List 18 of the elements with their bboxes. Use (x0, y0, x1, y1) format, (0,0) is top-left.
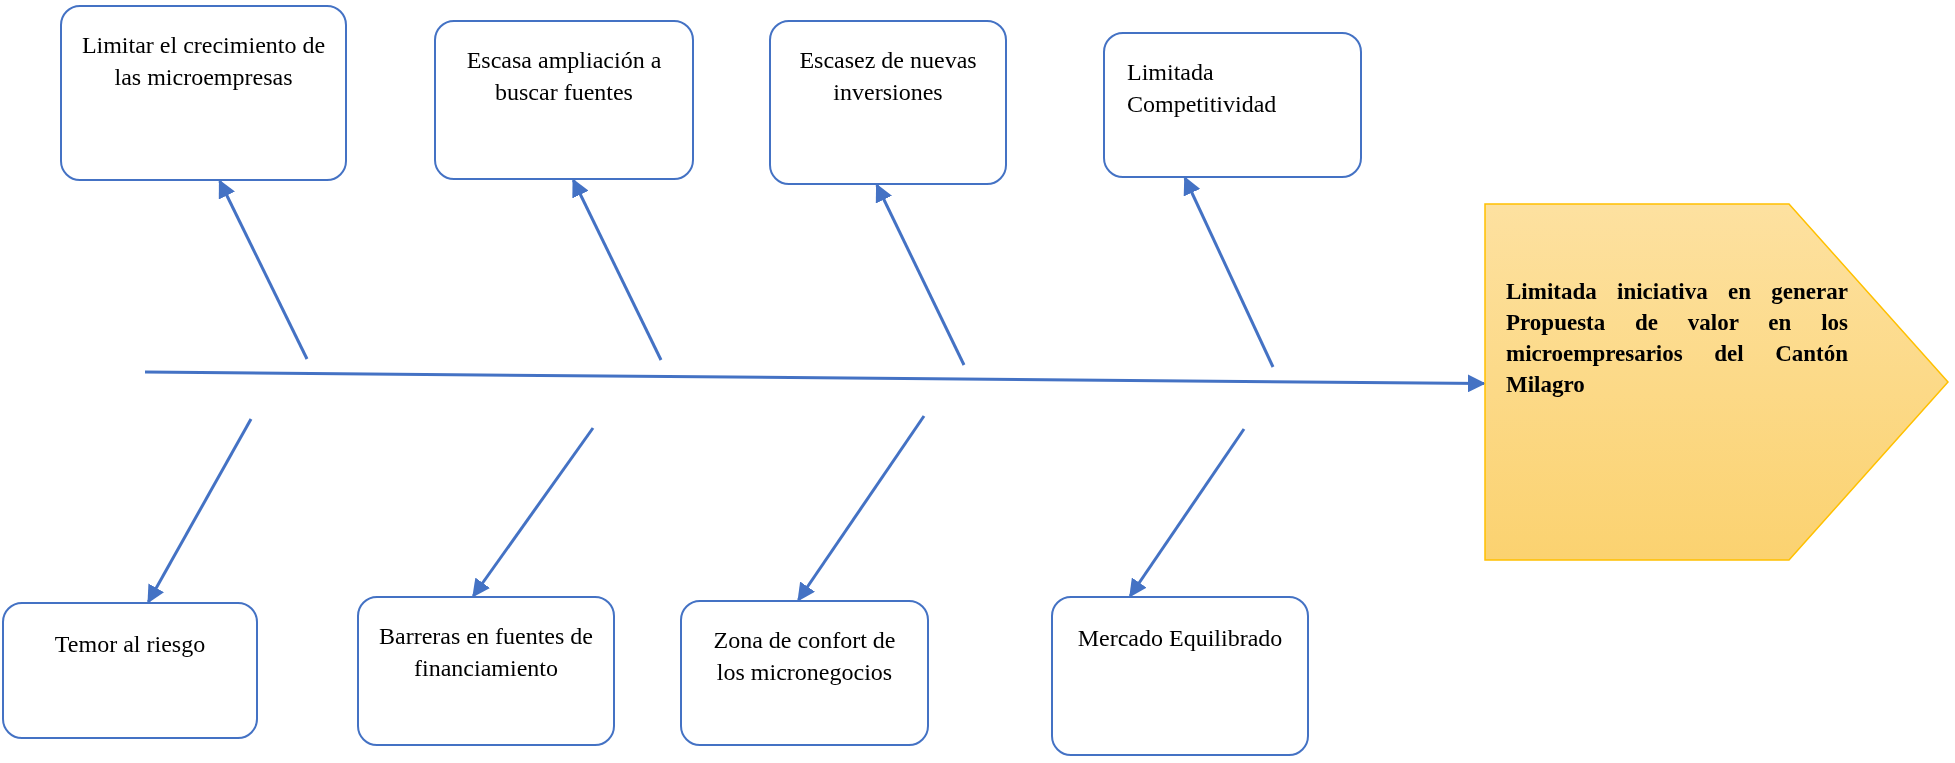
cause-box: Zona de confort de los micronegocios (680, 600, 929, 746)
cause-box: Escasa ampliación a buscar fuentes (434, 20, 694, 180)
arrow (797, 415, 926, 602)
cause-box: Barreras en fuentes de financiamiento (357, 596, 615, 746)
arrow (875, 183, 966, 366)
arrow (147, 418, 253, 604)
spine-arrow (145, 370, 1486, 393)
arrow (218, 179, 309, 360)
cause-box: Mercado Equilibrado (1051, 596, 1309, 756)
cause-box: Temor al riesgo (2, 602, 258, 739)
effect-text: Limitada iniciativa en generar Propuesta de valor en los microempresarios del Cantón Milagro (1506, 278, 1848, 399)
cause-box: Limitar el crecimiento de las microempresas (60, 5, 347, 181)
arrow (472, 427, 595, 598)
arrow (1183, 176, 1275, 368)
arrow (572, 178, 663, 361)
cause-box: Escasez de nuevas inversiones (769, 20, 1007, 185)
cause-box: Limitada Competitividad (1103, 32, 1362, 178)
arrow (1128, 428, 1246, 598)
